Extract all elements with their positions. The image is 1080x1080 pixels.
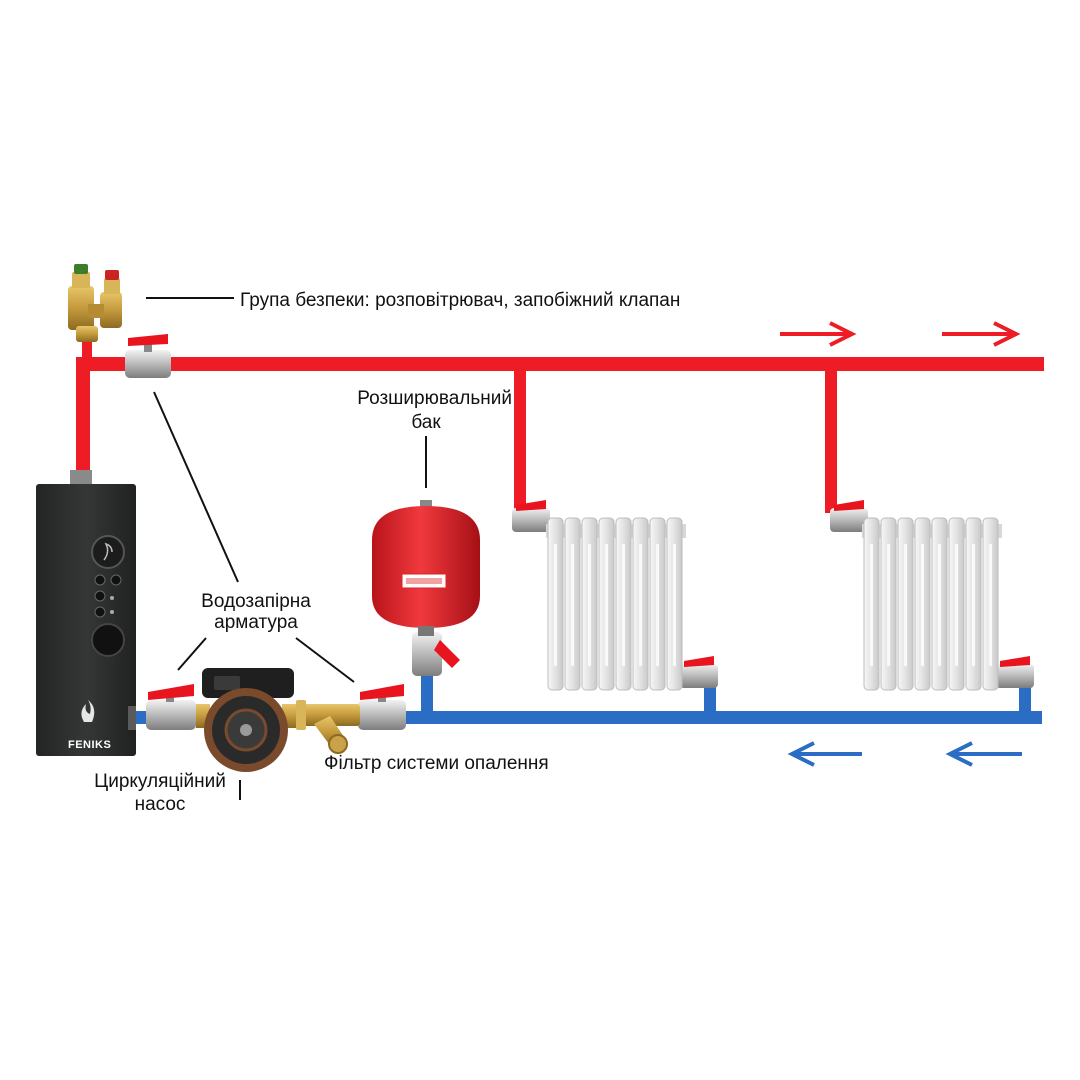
safety-group <box>68 264 122 342</box>
ball-valve-rad1-supply <box>512 500 550 532</box>
ball-valve-supply <box>125 334 171 378</box>
radiator-rib <box>571 544 574 666</box>
radiator-rib <box>972 544 975 666</box>
supply-main-pipe <box>76 357 1044 371</box>
radiator-rib <box>989 544 992 666</box>
circulation-pump <box>196 668 296 772</box>
heating-filter <box>296 700 360 754</box>
ball-valve-filter-right <box>358 684 406 730</box>
radiator-rib <box>921 544 924 666</box>
radiator-rib <box>887 544 890 666</box>
radiator-rib <box>554 544 557 666</box>
flame-icon <box>81 700 95 722</box>
radiator-1 <box>546 517 686 691</box>
supply-pipes <box>76 335 1044 513</box>
radiator-rib <box>639 544 642 666</box>
boiler-brand: FENIKS <box>68 739 111 751</box>
label-filter: Фільтр системи опалення <box>324 753 549 774</box>
boiler: FENIKS <box>36 470 136 756</box>
arrow-left-icon <box>945 741 1022 767</box>
radiator-rib <box>955 544 958 666</box>
arrow-left-icon <box>787 741 862 767</box>
label-safety-group: Група безпеки: розповітрювач, запобіжний… <box>240 290 680 311</box>
label-expansion-tank-1: Розширювальний <box>357 388 512 409</box>
radiator-rib <box>656 544 659 666</box>
label-pump-1: Циркуляційний <box>94 771 226 792</box>
ball-valve-rad2-return <box>996 656 1034 688</box>
ball-valve-pump-left <box>146 684 196 730</box>
radiator-rib <box>870 544 873 666</box>
return-main-pipe <box>420 711 1042 724</box>
radiator-rib <box>673 544 676 666</box>
boiler-buttons <box>94 574 122 618</box>
radiator-rib <box>622 544 625 666</box>
radiator-2 <box>862 517 1002 691</box>
ball-valve-tank <box>412 632 460 676</box>
radiator-rib <box>904 544 907 666</box>
ball-valve-rad1-return <box>680 656 718 688</box>
arrow-right-icon <box>942 321 1021 347</box>
callout-lines <box>146 297 427 800</box>
radiator-rib <box>605 544 608 666</box>
supply-drop-radiator-1 <box>514 365 526 513</box>
boiler-knob <box>91 623 125 657</box>
ball-valve-rad2-supply <box>830 500 868 532</box>
safety-group-riser <box>82 335 92 365</box>
arrow-right-icon <box>780 321 857 347</box>
radiator-rib <box>588 544 591 666</box>
label-shutoff-valves-1: Водозапірна <box>201 591 311 612</box>
radiator-rib <box>938 544 941 666</box>
expansion-tank <box>372 500 480 636</box>
supply-drop-radiator-2 <box>825 365 837 513</box>
label-expansion-tank-2: бак <box>411 412 441 433</box>
tank-drop-pipe <box>421 675 433 720</box>
label-shutoff-valves-2: арматура <box>214 612 298 633</box>
label-pump-2: насос <box>135 794 186 815</box>
supply-riser-pipe <box>76 357 90 477</box>
